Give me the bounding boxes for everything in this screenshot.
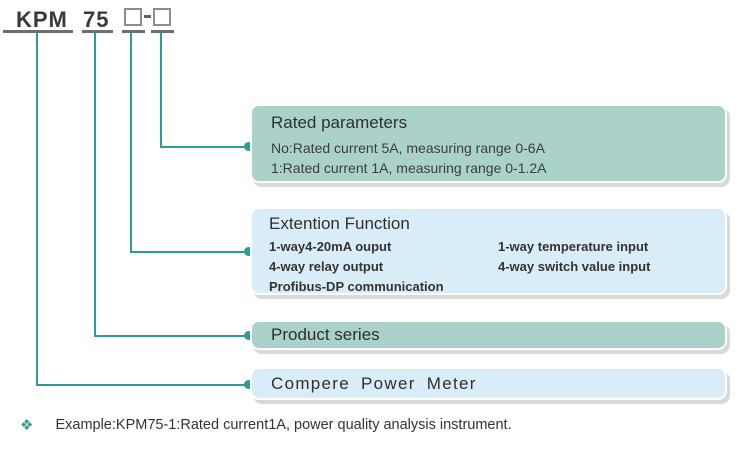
model-series-text: KPM [16, 7, 68, 32]
power-meter-box: Compere Power Meter [250, 367, 727, 400]
underline-option-1 [122, 30, 145, 33]
connector-4-horizontal [160, 146, 246, 148]
connector-2-dot [244, 331, 253, 340]
rated-parameters-line-2: 1:Rated current 1A, measuring range 0-1.… [271, 160, 547, 176]
diamond-bullet-icon: ❖ [20, 416, 34, 434]
extension-function-title: Extention Function [269, 214, 410, 233]
option-placeholder-box-2 [153, 8, 171, 26]
example-row: ❖ Example:KPM75-1:Rated current1A, power… [20, 417, 512, 433]
rated-parameters-box: Rated parameters No:Rated current 5A, me… [250, 104, 727, 183]
connector-1-vertical [36, 33, 38, 385]
option-placeholder-box-1 [124, 8, 142, 26]
connector-2-horizontal [94, 335, 246, 337]
connector-3-dot [244, 247, 253, 256]
connector-3-horizontal [130, 251, 246, 253]
model-number-text: 75 [83, 7, 110, 32]
underline-model [82, 30, 113, 33]
extension-function-box: Extention Function 1-way4-20mA ouput 4-w… [250, 207, 727, 295]
product-series-box: Product series [250, 320, 727, 350]
rated-parameters-title: Rated parameters [271, 113, 408, 132]
product-series-title: Product series [271, 325, 380, 344]
extension-right-item-2: 4-way switch value input [498, 259, 651, 274]
rated-parameters-line-1: No:Rated current 5A, measuring range 0-6… [271, 140, 545, 156]
connector-4-dot [244, 142, 253, 151]
underline-option-2 [151, 30, 174, 33]
connector-3-vertical [130, 33, 132, 253]
extension-left-item-2: 4-way relay output [269, 259, 384, 274]
extension-left-item-3: Profibus-DP communication [269, 279, 444, 294]
connector-4-vertical [160, 33, 162, 148]
example-text: Example:KPM75-1:Rated current1A, power q… [55, 417, 512, 433]
extension-left-item-1: 1-way4-20mA ouput [269, 239, 392, 254]
extension-right-item-1: 1-way temperature input [498, 239, 649, 254]
power-meter-title: Compere Power Meter [271, 373, 477, 393]
connector-1-dot [244, 380, 253, 389]
underline-series [3, 30, 73, 33]
code-dash [144, 15, 151, 18]
connector-1-horizontal [36, 384, 246, 386]
connector-2-vertical [94, 33, 96, 337]
